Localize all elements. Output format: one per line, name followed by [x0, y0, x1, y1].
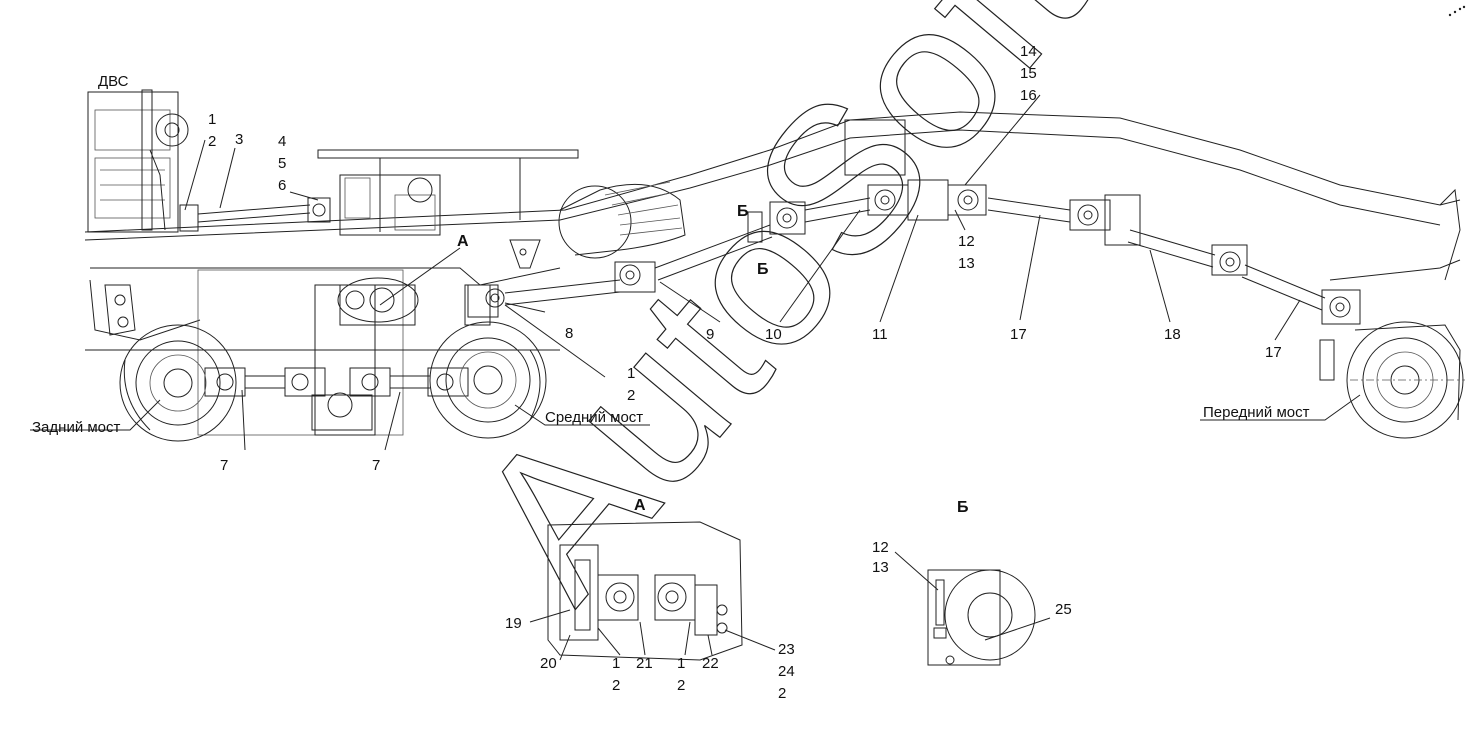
shaft-3 — [179, 197, 331, 232]
label-2-detail-far: 2 — [778, 685, 786, 702]
label-8: 8 — [565, 325, 573, 342]
front-axle-label: Передний мост — [1203, 404, 1310, 421]
label-20: 20 — [540, 655, 557, 672]
label-2-mid: 2 — [627, 387, 635, 404]
label-3: 3 — [235, 131, 243, 148]
label-14: 14 — [1020, 43, 1037, 60]
detail-view-b — [894, 551, 1051, 666]
label-view-a-mark: А — [457, 233, 469, 250]
fuel-tank — [509, 181, 686, 269]
label-5: 5 — [278, 155, 286, 172]
shaft-17-rear — [987, 197, 1111, 231]
engine-label: ДВС — [98, 73, 129, 90]
intermediate-support-11 — [844, 119, 987, 221]
label-25: 25 — [1055, 601, 1072, 618]
label-1-detail-left: 1 — [612, 655, 620, 672]
detail-a-title: А — [634, 497, 646, 514]
label-12-main: 12 — [958, 233, 975, 250]
transfer-box — [339, 174, 441, 236]
label-view-b-mark-bottom: Б — [757, 261, 769, 278]
leader-lines — [30, 94, 1361, 451]
label-1-mid: 1 — [627, 365, 635, 382]
label-2-detail-right: 2 — [677, 677, 685, 694]
detail-b-title: Б — [957, 499, 969, 516]
shaft-9 — [654, 211, 773, 281]
label-10: 10 — [765, 326, 782, 343]
label-2-detail-left: 2 — [612, 677, 620, 694]
label-18: 18 — [1164, 326, 1181, 343]
front-wheel — [1319, 321, 1465, 439]
label-7-rear: 7 — [220, 457, 228, 474]
label-1-detail-right: 1 — [677, 655, 685, 672]
label-24: 24 — [778, 663, 795, 680]
label-17-front: 17 — [1265, 344, 1282, 361]
label-19: 19 — [505, 615, 522, 632]
shaft-18 — [1104, 194, 1248, 276]
middle-wheel — [429, 321, 547, 439]
engine-block — [87, 89, 189, 233]
rear-bogie — [85, 269, 560, 436]
label-15: 15 — [1020, 65, 1037, 82]
middle-differential — [311, 392, 373, 431]
label-4: 4 — [278, 133, 286, 150]
shaft-17-front — [1241, 264, 1361, 325]
shaft-7-front — [349, 367, 469, 397]
label-17-mid: 17 — [1010, 326, 1027, 343]
label-21: 21 — [636, 655, 653, 672]
label-12-detail: 12 — [872, 539, 889, 556]
label-13-main: 13 — [958, 255, 975, 272]
labels: ДВС 1 2 3 4 5 6 А Б Б 8 9 10 11 17 18 17… — [32, 43, 1310, 702]
label-16: 16 — [1020, 87, 1037, 104]
detail-view-a — [529, 521, 776, 661]
label-9: 9 — [706, 326, 714, 343]
shaft-8 — [467, 261, 656, 318]
label-22: 22 — [702, 655, 719, 672]
label-23: 23 — [778, 641, 795, 658]
label-11: 11 — [872, 326, 888, 343]
label-7-front: 7 — [372, 457, 380, 474]
label-2-top: 2 — [208, 133, 216, 150]
rear-axle-label: Задний мост — [32, 419, 121, 436]
middle-axle-label: Средний мост — [545, 409, 643, 426]
rear-wheel — [119, 324, 237, 442]
label-view-b-mark-top: Б — [737, 203, 749, 220]
label-6: 6 — [278, 177, 286, 194]
label-1-top: 1 — [208, 111, 216, 128]
shaft-7-rear — [204, 367, 326, 397]
label-13-detail: 13 — [872, 559, 889, 576]
corner-mark-icon — [1448, 5, 1466, 17]
detail-a-callout — [337, 277, 419, 323]
